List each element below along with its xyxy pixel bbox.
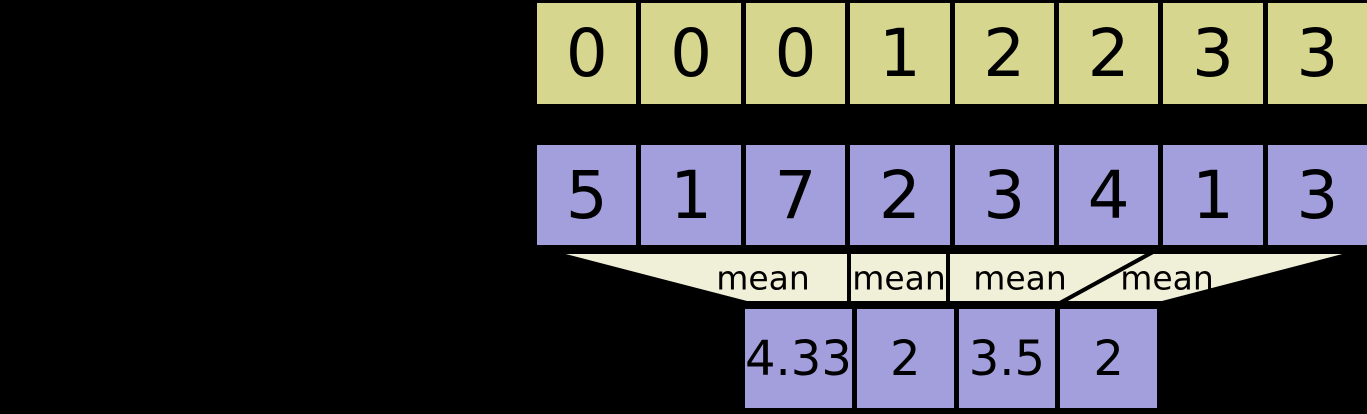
segment-id-cell: 0: [641, 3, 741, 104]
segment-ids-row: 0 0 0 1 2 2 3 3: [537, 3, 1367, 104]
data-cell: 2: [850, 145, 950, 245]
mean-operation-label: mean: [1120, 258, 1214, 298]
data-cell: 1: [1163, 145, 1263, 245]
segment-id-cell: 2: [1058, 3, 1159, 104]
result-row: 4.33 2 3.5 2: [745, 309, 1157, 408]
mean-operation-label: mean: [716, 258, 810, 298]
segment-id-cell: 2: [954, 3, 1054, 104]
segment-id-cell: 0: [745, 3, 846, 104]
mean-operation-label: mean: [852, 258, 946, 298]
data-cell: 4: [1058, 145, 1159, 245]
data-cell: 1: [641, 145, 741, 245]
data-row: 5 1 7 2 3 4 1 3: [537, 145, 1367, 245]
result-cell: 3.5: [958, 309, 1056, 408]
segment-id-cell: 1: [850, 3, 950, 104]
segment-id-cell: 3: [1267, 3, 1367, 104]
segment-id-cell: 3: [1163, 3, 1263, 104]
data-cell: 3: [1267, 145, 1367, 245]
result-cell: 2: [1060, 309, 1157, 408]
mean-funnel-shape-4: [1059, 250, 1359, 305]
mean-operation-label: mean: [973, 258, 1067, 298]
data-cell: 5: [537, 145, 637, 245]
result-cell: 2: [856, 309, 954, 408]
segment-id-cell: 0: [537, 3, 637, 104]
result-cell: 4.33: [745, 309, 852, 408]
data-cell: 3: [954, 145, 1054, 245]
data-cell: 7: [745, 145, 846, 245]
